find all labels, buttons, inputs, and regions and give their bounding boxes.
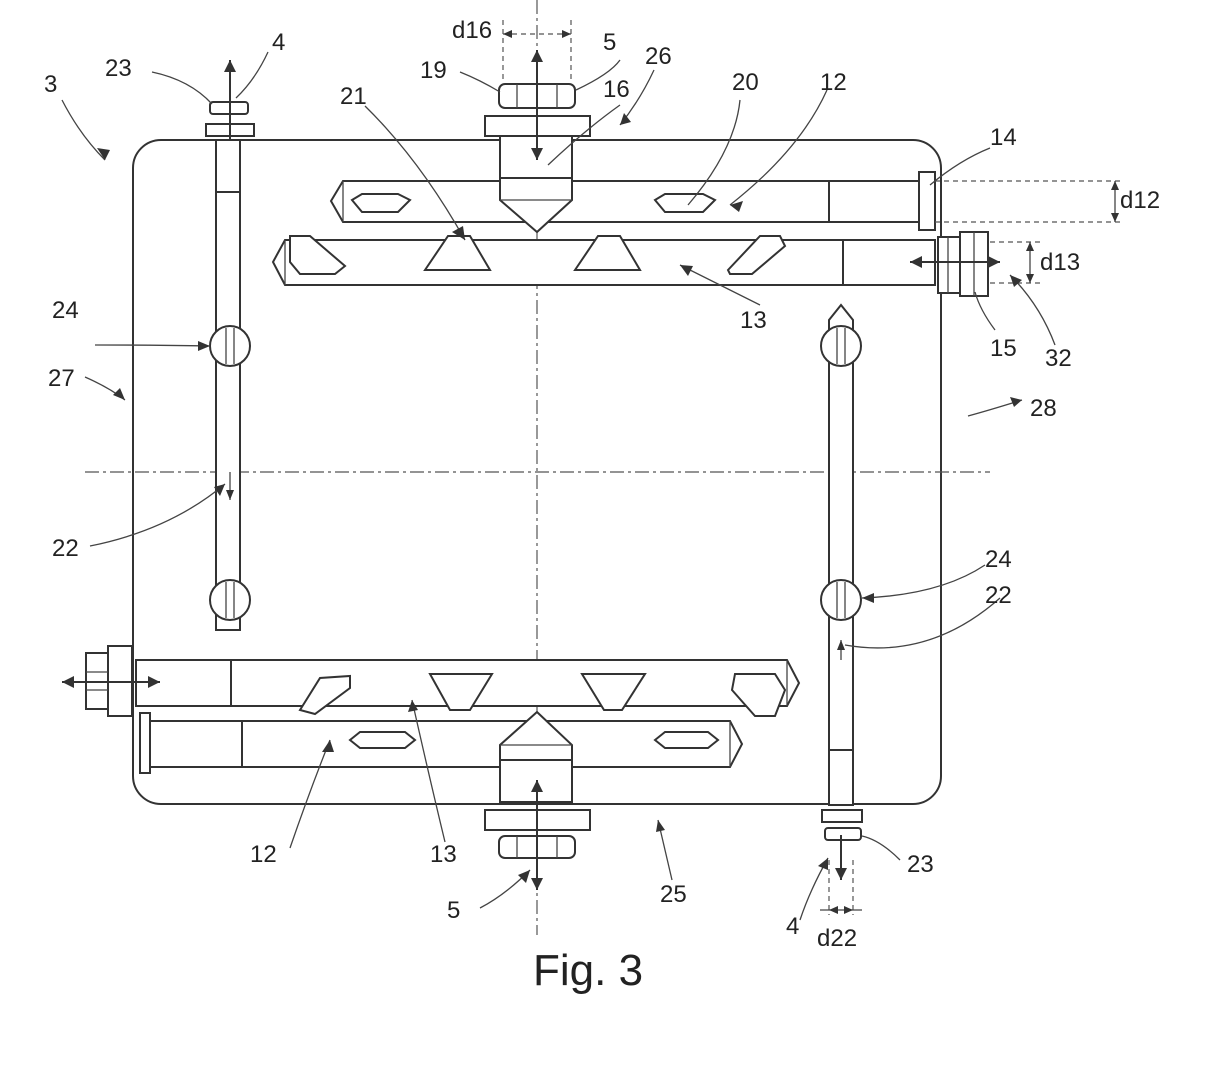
bar-22-right — [821, 305, 862, 840]
adjuster-15 — [938, 232, 988, 296]
label-23-top: 23 — [105, 55, 132, 82]
label-24-right: 24 — [985, 546, 1012, 573]
label-5-bottom: 5 — [447, 897, 460, 924]
label-16: 16 — [603, 76, 630, 103]
label-19: 19 — [420, 57, 447, 84]
label-13-bottom: 13 — [430, 841, 457, 868]
label-28: 28 — [1030, 395, 1057, 422]
bar-12-bottom — [140, 713, 742, 773]
label-20: 20 — [732, 69, 759, 96]
label-4-top: 4 — [272, 29, 285, 56]
label-4-bottom: 4 — [786, 913, 799, 940]
label-13-top: 13 — [740, 307, 767, 334]
label-24-left: 24 — [52, 297, 79, 324]
bar-13-top — [273, 236, 935, 285]
label-23-bottom: 23 — [907, 851, 934, 878]
label-3: 3 — [44, 71, 57, 98]
label-5-top: 5 — [603, 29, 616, 56]
dimension-lines — [503, 20, 1120, 915]
label-27: 27 — [48, 365, 75, 392]
bar-13-bottom — [136, 660, 799, 716]
reference-labels: 3 4 23 21 d16 5 19 16 26 20 12 14 d12 d1… — [44, 17, 1160, 952]
label-22-left: 22 — [52, 535, 79, 562]
label-d16: d16 — [452, 17, 492, 44]
bar-22-left — [206, 102, 254, 630]
figure-caption: Fig. 3 — [533, 946, 643, 995]
label-d12: d12 — [1120, 187, 1160, 214]
label-21: 21 — [340, 83, 367, 110]
label-32: 32 — [1045, 345, 1072, 372]
label-d13: d13 — [1040, 249, 1080, 276]
label-14: 14 — [990, 124, 1017, 151]
label-12-bottom: 12 — [250, 841, 277, 868]
label-22-right: 22 — [985, 582, 1012, 609]
label-12-top: 12 — [820, 69, 847, 96]
label-d22: d22 — [817, 925, 857, 952]
bar-12-top — [331, 172, 935, 230]
label-25: 25 — [660, 881, 687, 908]
label-26: 26 — [645, 43, 672, 70]
label-15: 15 — [990, 335, 1017, 362]
